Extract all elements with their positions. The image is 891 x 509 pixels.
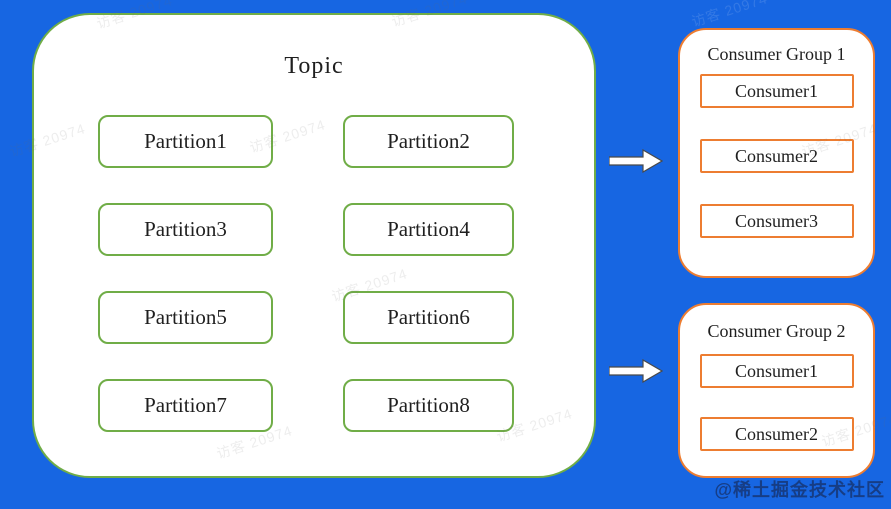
arrow-right-icon (609, 149, 663, 173)
partition-box: Partition8 (343, 379, 514, 432)
topic-title: Topic (284, 53, 344, 79)
consumer-box: Consumer3 (699, 204, 854, 238)
partition-box: Partition4 (343, 203, 514, 256)
consumer-box: Consumer2 (699, 417, 854, 451)
consumer-box: Consumer1 (699, 354, 854, 388)
watermark-text: 访客 20974 (689, 0, 770, 30)
community-credit: @稀土掘金技术社区 (714, 480, 885, 500)
partition-box: Partition7 (98, 379, 273, 432)
partition-box: Partition3 (98, 203, 273, 256)
consumer-box: Consumer1 (699, 74, 854, 108)
partition-box: Partition2 (343, 115, 514, 168)
consumer-box: Consumer2 (699, 139, 854, 173)
arrow-right-icon (609, 359, 663, 383)
partition-box: Partition1 (98, 115, 273, 168)
consumer-group-1-title: Consumer Group 1 (707, 44, 846, 64)
consumer-group-2-title: Consumer Group 2 (707, 321, 846, 341)
partition-box: Partition6 (343, 291, 514, 344)
partition-box: Partition5 (98, 291, 273, 344)
